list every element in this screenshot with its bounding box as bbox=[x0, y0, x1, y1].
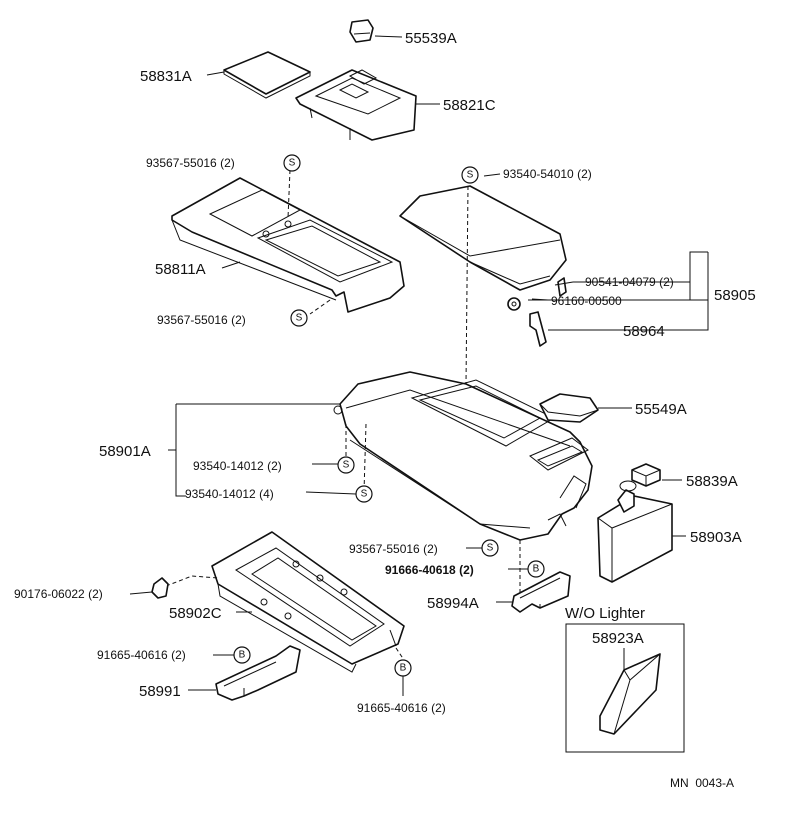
label-wo-lighter: W/O Lighter bbox=[565, 605, 645, 622]
part-58839A-knob bbox=[631, 463, 661, 487]
part-90541-screw bbox=[557, 277, 567, 297]
label-58902C: 58902C bbox=[169, 605, 222, 622]
label-55539A: 55539A bbox=[405, 30, 457, 47]
svg-text:S: S bbox=[296, 313, 303, 324]
label-91665-40616-right: 91665-40616 (2) bbox=[357, 701, 446, 715]
svg-text:S: S bbox=[289, 158, 296, 169]
part-90176-clip bbox=[151, 577, 169, 599]
svg-text:B: B bbox=[533, 564, 540, 575]
label-55549A: 55549A bbox=[635, 401, 687, 418]
label-93540-14012-2: 93540-14012 (2) bbox=[193, 459, 282, 473]
label-93567-55016-top: 93567-55016 (2) bbox=[146, 156, 235, 170]
label-58964: 58964 bbox=[623, 323, 665, 340]
label-58994A: 58994A bbox=[427, 595, 479, 612]
label-58923A: 58923A bbox=[592, 630, 644, 647]
part-58991-bracket bbox=[215, 645, 301, 701]
part-58903A-lighter-box bbox=[597, 480, 673, 583]
part-58831A-pad bbox=[223, 51, 311, 99]
label-90176-06022: 90176-06022 (2) bbox=[14, 587, 103, 601]
label-58905: 58905 bbox=[714, 287, 756, 304]
svg-text:B: B bbox=[400, 663, 407, 674]
label-58839A: 58839A bbox=[686, 473, 738, 490]
s-symbol: S bbox=[355, 485, 373, 503]
label-58821C: 58821C bbox=[443, 97, 496, 114]
part-58821C-panel bbox=[295, 69, 417, 141]
label-93567-55016-mid: 93567-55016 (2) bbox=[157, 313, 246, 327]
wo-lighter-box bbox=[565, 623, 685, 753]
label-58831A: 58831A bbox=[140, 68, 192, 85]
label-58901A: 58901A bbox=[99, 443, 151, 460]
label-93567-55016-low: 93567-55016 (2) bbox=[349, 542, 438, 556]
svg-text:S: S bbox=[361, 489, 368, 500]
part-55539A-clip bbox=[349, 19, 374, 43]
ref-code: MN 0043-A bbox=[670, 776, 734, 790]
part-96160-washer bbox=[507, 297, 521, 311]
svg-text:S: S bbox=[487, 543, 494, 554]
part-58994A-bracket bbox=[511, 571, 571, 613]
label-91666-40618: 91666-40618 (2) bbox=[385, 563, 474, 577]
part-58811A-front-console bbox=[171, 177, 405, 313]
b-symbol: B bbox=[233, 646, 251, 664]
svg-text:S: S bbox=[343, 460, 350, 471]
part-55549A-cover bbox=[539, 393, 599, 423]
s-symbol: S bbox=[481, 539, 499, 557]
s-symbol: S bbox=[461, 166, 479, 184]
part-58923A-plate bbox=[599, 653, 661, 735]
label-58811A: 58811A bbox=[155, 261, 206, 278]
part-58902C-frame bbox=[211, 531, 405, 673]
label-58991: 58991 bbox=[139, 683, 181, 700]
b-symbol: B bbox=[394, 659, 412, 677]
label-93540-14012-4: 93540-14012 (4) bbox=[185, 487, 274, 501]
s-symbol: S bbox=[290, 309, 308, 327]
label-58903A: 58903A bbox=[690, 529, 742, 546]
s-symbol: S bbox=[337, 456, 355, 474]
b-symbol: B bbox=[527, 560, 545, 578]
svg-text:S: S bbox=[467, 170, 474, 181]
svg-text:B: B bbox=[239, 650, 246, 661]
label-93540-54010: 93540-54010 (2) bbox=[503, 167, 592, 181]
label-91665-40616-left: 91665-40616 (2) bbox=[97, 648, 186, 662]
part-58905-armrest bbox=[399, 185, 567, 291]
part-58964-latch bbox=[529, 311, 547, 347]
s-symbol: S bbox=[283, 154, 301, 172]
label-96160-00500: 96160-00500 bbox=[551, 294, 622, 308]
label-90541-04079: 90541-04079 (2) bbox=[585, 275, 674, 289]
